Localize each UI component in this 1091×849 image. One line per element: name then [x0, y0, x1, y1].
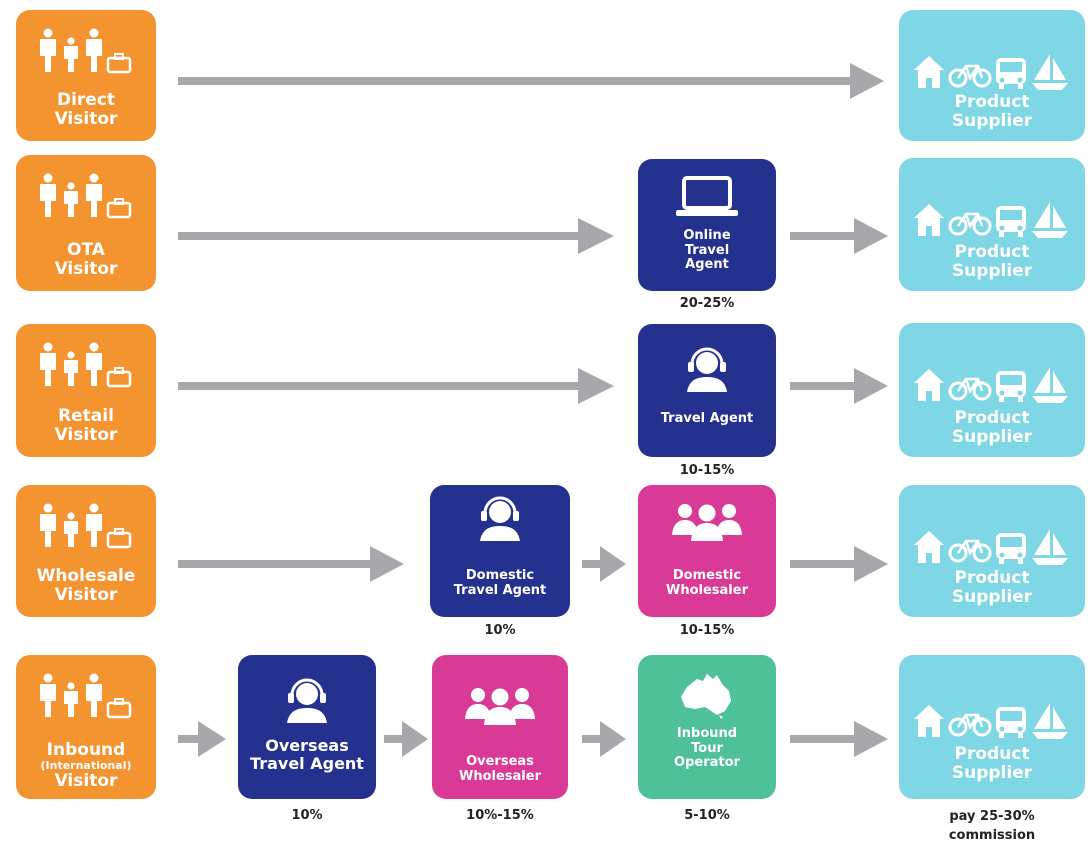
- family-luggage-icon: [16, 342, 156, 388]
- laptop-icon: [638, 175, 776, 219]
- visitor-label-line1: Retail: [58, 405, 114, 426]
- product-supplier-box: Product Supplier: [899, 485, 1085, 617]
- commission-percent: 10%: [484, 623, 516, 638]
- supplier-commission-note: pay 25-30% commission: [912, 808, 1072, 846]
- online-travel-agent-box: Online Travel Agent: [638, 159, 776, 291]
- operator-label-line2: Tour: [691, 740, 723, 756]
- supplier-label-line2: Supplier: [951, 762, 1033, 783]
- commission-percent: 10-15%: [679, 623, 735, 638]
- visitor-label-line1: Inbound: [46, 739, 126, 760]
- agent-label-line2: Travel: [684, 242, 730, 258]
- commission-percent: 20-25%: [679, 296, 735, 311]
- flow-arrow: [790, 544, 890, 584]
- visitor-label-line2: Visitor: [54, 770, 118, 791]
- travel-products-icon: [899, 200, 1085, 240]
- supplier-commission-line2: commission: [948, 827, 1036, 843]
- ota-visitor-box: OTA Visitor: [16, 155, 156, 291]
- product-supplier-box: Product Supplier: [899, 323, 1085, 457]
- visitor-label-line2: Visitor: [54, 424, 118, 445]
- commission-percent: 10-15%: [679, 463, 735, 478]
- supplier-label-line1: Product: [954, 567, 1030, 588]
- supplier-label-line1: Product: [954, 91, 1030, 112]
- visitor-label-line1: OTA: [67, 239, 105, 260]
- flow-arrow: [178, 366, 618, 406]
- operator-label-line1: Inbound: [676, 726, 738, 741]
- domestic-wholesaler-box: Domestic Wholesaler: [638, 485, 776, 617]
- product-supplier-box: Product Supplier: [899, 158, 1085, 291]
- flow-arrow: [790, 719, 890, 759]
- supplier-commission-line1: pay 25-30%: [949, 809, 1035, 824]
- wholesaler-label-line2: Wholesaler: [459, 768, 541, 784]
- supplier-label-line2: Supplier: [951, 586, 1033, 607]
- wholesaler-label-line1: Overseas: [466, 754, 534, 769]
- flow-arrow: [582, 544, 628, 584]
- inbound-visitor-box: Inbound (International) Visitor: [16, 655, 156, 799]
- direct-visitor-box: Direct Visitor: [16, 10, 156, 141]
- visitor-label-line2: Visitor: [54, 108, 118, 129]
- flow-arrow: [178, 216, 618, 256]
- agent-label-line3: Agent: [685, 257, 729, 273]
- commission-percent: 5-10%: [684, 808, 730, 823]
- supplier-label-line1: Product: [954, 241, 1030, 262]
- agent-label-line1: Travel Agent: [660, 411, 754, 426]
- travel-products-icon: [899, 527, 1085, 567]
- flow-arrow: [790, 216, 890, 256]
- operator-label-line3: Operator: [674, 755, 740, 771]
- supplier-label-line2: Supplier: [951, 260, 1033, 281]
- agent-label-line1: Online: [683, 228, 731, 243]
- family-luggage-icon: [16, 503, 156, 549]
- family-luggage-icon: [16, 28, 156, 74]
- wholesale-visitor-box: Wholesale Visitor: [16, 485, 156, 617]
- flow-arrow: [790, 366, 890, 406]
- family-luggage-icon: [16, 173, 156, 219]
- commission-percent: 10%-15%: [466, 808, 534, 823]
- agent-label-line1: Domestic: [465, 568, 535, 583]
- retail-visitor-box: Retail Visitor: [16, 324, 156, 457]
- agent-label-line2: Travel Agent: [453, 582, 547, 598]
- headset-agent-icon: [638, 346, 776, 392]
- flow-arrow: [384, 719, 430, 759]
- domestic-travel-agent-box: Domestic Travel Agent: [430, 485, 570, 617]
- visitor-label-line1: Direct: [56, 89, 116, 110]
- headset-agent-icon: [238, 677, 376, 723]
- visitor-label-line1: Wholesale: [36, 565, 136, 586]
- visitor-label-sub: (International): [40, 758, 132, 772]
- flow-arrow: [178, 719, 230, 759]
- australia-map-icon: [638, 671, 776, 719]
- travel-agent-box: Travel Agent: [638, 324, 776, 457]
- overseas-travel-agent-box: Overseas Travel Agent: [238, 655, 376, 799]
- travel-products-icon: [899, 701, 1085, 741]
- commission-percent: 10%: [291, 808, 323, 823]
- family-luggage-icon: [16, 673, 156, 719]
- supplier-label-line1: Product: [954, 743, 1030, 764]
- travel-products-icon: [899, 365, 1085, 405]
- agent-label-line2: Travel Agent: [250, 753, 364, 773]
- visitor-label-line2: Visitor: [54, 258, 118, 279]
- supplier-label-line2: Supplier: [951, 110, 1033, 131]
- flow-arrow: [178, 544, 410, 584]
- overseas-wholesaler-box: Overseas Wholesaler: [432, 655, 568, 799]
- visitor-label-line2: Visitor: [54, 584, 118, 605]
- supplier-label-line1: Product: [954, 407, 1030, 428]
- product-supplier-box: Product Supplier: [899, 10, 1085, 141]
- agent-label-line1: Overseas: [265, 736, 349, 755]
- headset-agent-icon: [430, 495, 570, 541]
- wholesaler-label-line1: Domestic: [672, 568, 742, 583]
- group-icon: [638, 499, 776, 541]
- wholesaler-label-line2: Wholesaler: [666, 582, 748, 598]
- travel-products-icon: [899, 52, 1085, 92]
- flow-arrow: [582, 719, 628, 759]
- group-icon: [432, 683, 568, 725]
- product-supplier-box: Product Supplier: [899, 655, 1085, 799]
- flow-arrow: [178, 61, 890, 101]
- supplier-label-line2: Supplier: [951, 426, 1033, 447]
- inbound-tour-operator-box: Inbound Tour Operator: [638, 655, 776, 799]
